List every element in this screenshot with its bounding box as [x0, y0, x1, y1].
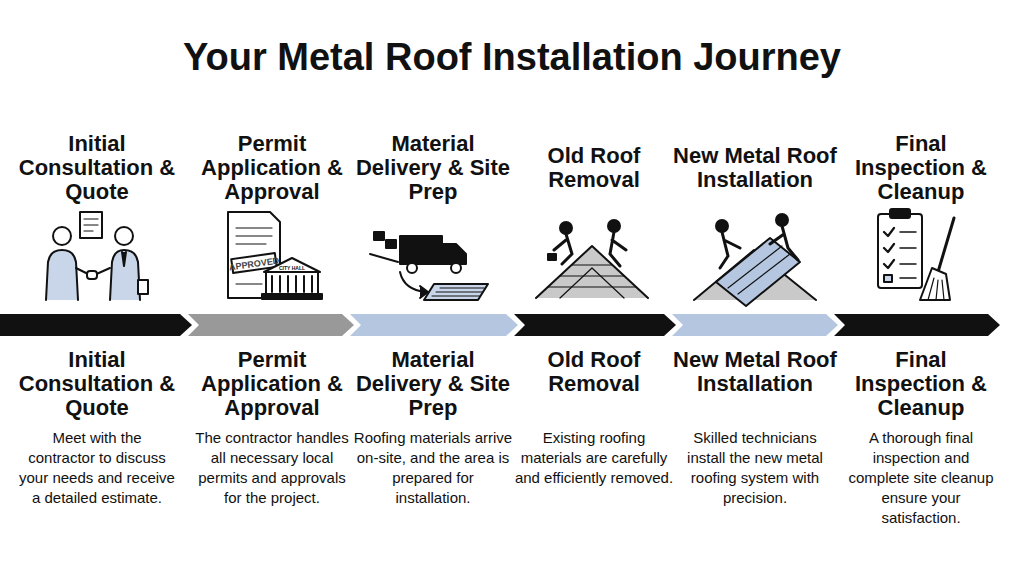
stage-chevron: Final Inspection & CleanupFinal Inspecti…	[834, 314, 1000, 336]
stage-heading: Permit Application & Approval	[190, 348, 354, 420]
chevron-shape	[514, 314, 676, 336]
stage-description: The contractor handles all necessary loc…	[192, 428, 352, 508]
stage-heading: Final Inspection & Cleanup	[839, 348, 1003, 420]
stage-heading: New Metal Roof Installation	[673, 144, 837, 192]
stage-chevron: New Metal Roof InstallationNew Metal Roo…	[672, 314, 838, 336]
stage-heading: Initial Consultation & Quote	[15, 348, 179, 420]
stage-chevron: Material Delivery & Site PrepMaterial De…	[350, 314, 518, 336]
stage-heading: New Metal Roof Installation	[673, 348, 837, 396]
stage-heading: Initial Consultation & Quote	[15, 132, 179, 204]
chevron-shape	[188, 314, 354, 336]
heading-area: New Metal Roof Installation	[673, 128, 837, 208]
chevron-shape	[834, 314, 1000, 336]
stage-heading: Old Roof Removal	[512, 348, 676, 396]
stage-heading: Material Delivery & Site Prep	[351, 132, 515, 204]
stage-heading: Material Delivery & Site Prep	[351, 348, 515, 420]
diagram-title: Your Metal Roof Installation Journey	[0, 36, 1024, 79]
heading-area: Old Roof Removal	[512, 128, 676, 208]
chevron-shape	[350, 314, 518, 336]
stage-description: Existing roofing materials are carefully…	[514, 428, 674, 488]
heading-area: Initial Consultation & Quote	[15, 128, 179, 208]
stage-heading: Old Roof Removal	[512, 144, 676, 192]
stage-description: Skilled technicians install the new meta…	[675, 428, 835, 508]
stage-heading: Permit Application & Approval	[190, 132, 354, 204]
heading-area: Material Delivery & Site Prep	[351, 128, 515, 208]
stage-heading: Final Inspection & Cleanup	[839, 132, 1003, 204]
stage-chevron: Initial Consultation & QuoteInitial Cons…	[0, 314, 192, 336]
stage-chevron: Old Roof RemovalOld Roof RemovalExisting…	[514, 314, 676, 336]
stage-description: Meet with the contractor to discuss your…	[17, 428, 177, 508]
chevron-shape	[0, 314, 192, 336]
heading-area: Permit Application & Approval	[190, 128, 354, 208]
stamp-text: APPROVED	[228, 255, 280, 272]
stage-description: A thorough final inspection and complete…	[841, 428, 1001, 528]
building-sign: CITY HALL	[279, 265, 305, 271]
stage-description: Roofing materials arrive on-site, and th…	[353, 428, 513, 508]
stage-chevron: Permit Application & ApprovalPermit Appl…	[188, 314, 354, 336]
chevron-shape	[672, 314, 838, 336]
heading-area: Final Inspection & Cleanup	[839, 128, 1003, 208]
